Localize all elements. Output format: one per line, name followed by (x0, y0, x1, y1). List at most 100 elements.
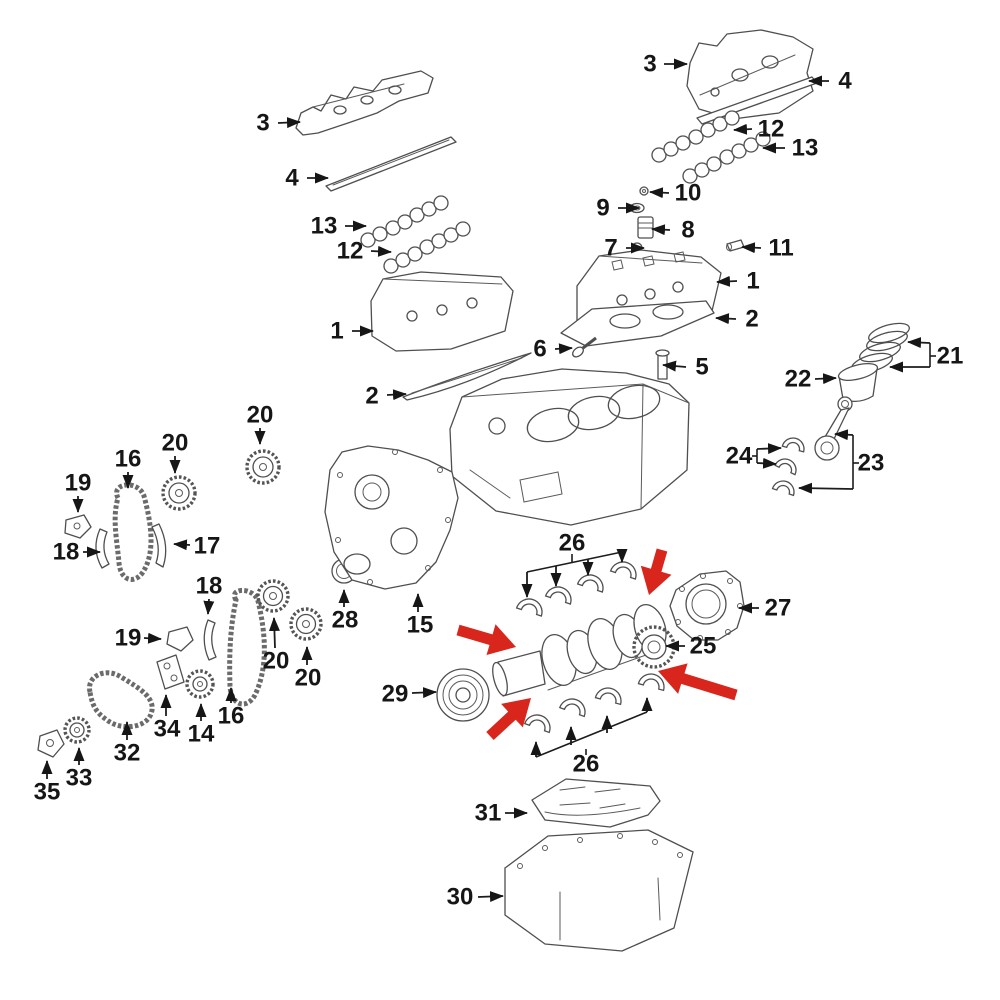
callout-34: 34 (154, 694, 181, 743)
callout-leader-line (651, 224, 671, 236)
callout-number-label: 29 (382, 681, 409, 708)
callout-leader-line (370, 245, 392, 257)
callout-leader-line (907, 337, 931, 349)
callout-number-label: 23 (858, 450, 885, 477)
callout-33: 33 (66, 747, 92, 792)
callout-number-label: 20 (295, 665, 322, 692)
red-highlight-arrow (640, 548, 672, 595)
chain-guide-right-drawing (151, 523, 167, 568)
callout-leader-line (716, 275, 738, 287)
chain-shoe-drawing (37, 729, 65, 758)
callout-leader-line (814, 373, 837, 385)
callout-12: 12 (733, 116, 785, 143)
callout-number-label: 13 (311, 213, 338, 240)
callout-number-label: 12 (758, 116, 785, 143)
callout-19: 19 (65, 470, 92, 513)
red-highlight-arrow (486, 698, 531, 740)
callout-number-label: 12 (337, 238, 364, 265)
callout-number-label: 22 (785, 366, 812, 393)
piston-drawing (837, 363, 879, 403)
valve-cover-left-drawing (295, 70, 434, 136)
callout-18: 18 (196, 573, 223, 615)
callout-number-label: 8 (681, 217, 694, 244)
callout-16: 16 (218, 687, 244, 730)
callout-26: 26 (521, 530, 628, 598)
callout-14: 14 (188, 703, 215, 748)
main-bearings-lower-drawing (524, 670, 668, 734)
valve-lifter-drawing (637, 216, 654, 239)
chain-guide-left-drawing (95, 528, 110, 569)
callout-3: 3 (256, 110, 301, 137)
callout-number-label: 1 (330, 318, 343, 345)
valve-cover-right-drawing (686, 29, 814, 120)
callout-leader-line (756, 443, 782, 455)
camshaft-left-intake-drawing (360, 195, 449, 248)
callout-number-label: 20 (247, 402, 274, 429)
rear-seal-housing-drawing (669, 570, 745, 641)
callout-20: 20 (247, 402, 274, 445)
cylinder-head-left-drawing (370, 271, 514, 352)
callout-4: 4 (285, 165, 329, 192)
callout-1: 1 (330, 318, 374, 345)
callout-24: 24 (726, 443, 782, 470)
callout-leader-line (268, 617, 280, 649)
callout-number-label: 21 (937, 343, 964, 370)
callout-number-label: 24 (726, 443, 753, 470)
red-highlight-arrow (456, 624, 516, 655)
callout-number-label: 9 (596, 195, 609, 222)
callout-number-label: 27 (765, 595, 792, 622)
callout-number-label: 30 (447, 884, 474, 911)
callout-number-label: 7 (604, 235, 617, 262)
cam-sprocket-drawing (245, 449, 281, 485)
callout-13: 13 (762, 135, 818, 162)
callout-number-label: 20 (263, 648, 290, 675)
callout-leader-line (662, 360, 687, 372)
cam-sprocket-drawing (289, 607, 323, 641)
callout-1: 1 (716, 268, 760, 295)
callout-leader-line (277, 117, 301, 129)
engine-exploded-artwork (37, 29, 910, 952)
callout-leader-line (741, 242, 762, 254)
oil-pan-drawing (504, 829, 694, 952)
callout-number-label: 18 (196, 573, 223, 600)
callout-19: 19 (115, 625, 162, 652)
callout-21: 21 (889, 337, 964, 373)
callout-number-label: 19 (65, 470, 92, 497)
main-bearings-upper-drawing (515, 557, 641, 617)
callout-16: 16 (115, 446, 141, 489)
callout-8: 8 (651, 217, 695, 244)
callout-2: 2 (365, 383, 407, 410)
callout-23: 23 (798, 429, 885, 494)
windage-tray-drawing (531, 778, 661, 828)
callout-25: 25 (665, 633, 716, 660)
timing-chain-left-drawing (112, 482, 154, 582)
camshaft-left-exhaust-drawing (383, 221, 471, 274)
callout-7: 7 (604, 235, 645, 262)
callout-number-label: 4 (838, 68, 852, 95)
callout-29: 29 (382, 681, 437, 708)
piston-rings-drawing (851, 322, 910, 374)
callout-number-label: 26 (573, 751, 600, 778)
callout-number-label: 34 (154, 716, 181, 743)
callout-leader-line (173, 539, 191, 551)
callout-11: 11 (741, 235, 794, 262)
callout-20: 20 (295, 646, 322, 692)
callout-number-label: 4 (285, 165, 299, 192)
callout-number-label: 6 (533, 336, 546, 363)
cam-sprocket-drawing (256, 579, 290, 613)
callout-number-label: 18 (53, 539, 80, 566)
callout-number-label: 19 (115, 625, 142, 652)
callout-32: 32 (114, 721, 140, 767)
callout-number-label: 35 (34, 779, 61, 806)
callout-10: 10 (649, 180, 701, 207)
timing-chain-right-drawing (227, 587, 267, 707)
callout-leader-line (798, 482, 854, 494)
callout-leader-line (386, 389, 407, 401)
callout-17: 17 (173, 533, 220, 560)
callout-number-label: 11 (768, 235, 793, 262)
callout-35: 35 (34, 760, 61, 806)
callout-leader-line (143, 632, 162, 644)
callout-number-label: 28 (332, 607, 359, 634)
